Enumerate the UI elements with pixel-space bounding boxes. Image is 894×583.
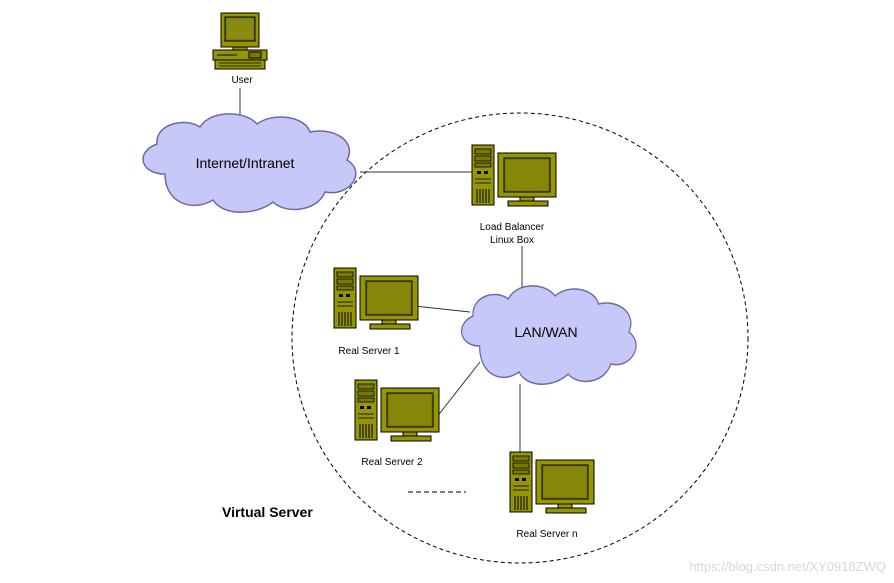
internet-node: Internet/Intranet [142, 113, 357, 214]
real-server-2-label: Real Server 2 [361, 457, 423, 468]
link-server1-lan [413, 305, 471, 313]
user-label: User [231, 75, 253, 86]
user-node: User [212, 12, 268, 86]
tower-server-with-monitor-icon [354, 379, 440, 442]
load-balancer-label-line2: Linux Box [490, 235, 534, 246]
virtual-server-boundary [291, 112, 749, 564]
tower-server-with-monitor-icon [333, 267, 419, 330]
tower-server-with-monitor-icon [471, 144, 557, 207]
load-balancer-node: Load Balancer Linux Box [471, 144, 557, 246]
real-server-n-label: Real Server n [516, 529, 577, 540]
lan-label: LAN/WAN [514, 324, 577, 340]
real-server-1-node: Real Server 1 [333, 267, 419, 357]
link-server2-lan [435, 361, 481, 419]
tower-server-with-monitor-icon [509, 451, 595, 514]
real-server-1-label: Real Server 1 [338, 346, 400, 357]
desktop-computer-icon [212, 12, 268, 70]
virtual-server-label: Virtual Server [222, 504, 313, 520]
load-balancer-label-line1: Load Balancer [480, 222, 545, 233]
watermark-text: https://blog.csdn.net/XY0918ZWQ [689, 559, 886, 574]
real-server-2-node: Real Server 2 [354, 379, 440, 468]
internet-label: Internet/Intranet [196, 155, 295, 171]
lan-node: LAN/WAN [460, 285, 637, 386]
real-server-n-node: Real Server n [509, 451, 595, 540]
